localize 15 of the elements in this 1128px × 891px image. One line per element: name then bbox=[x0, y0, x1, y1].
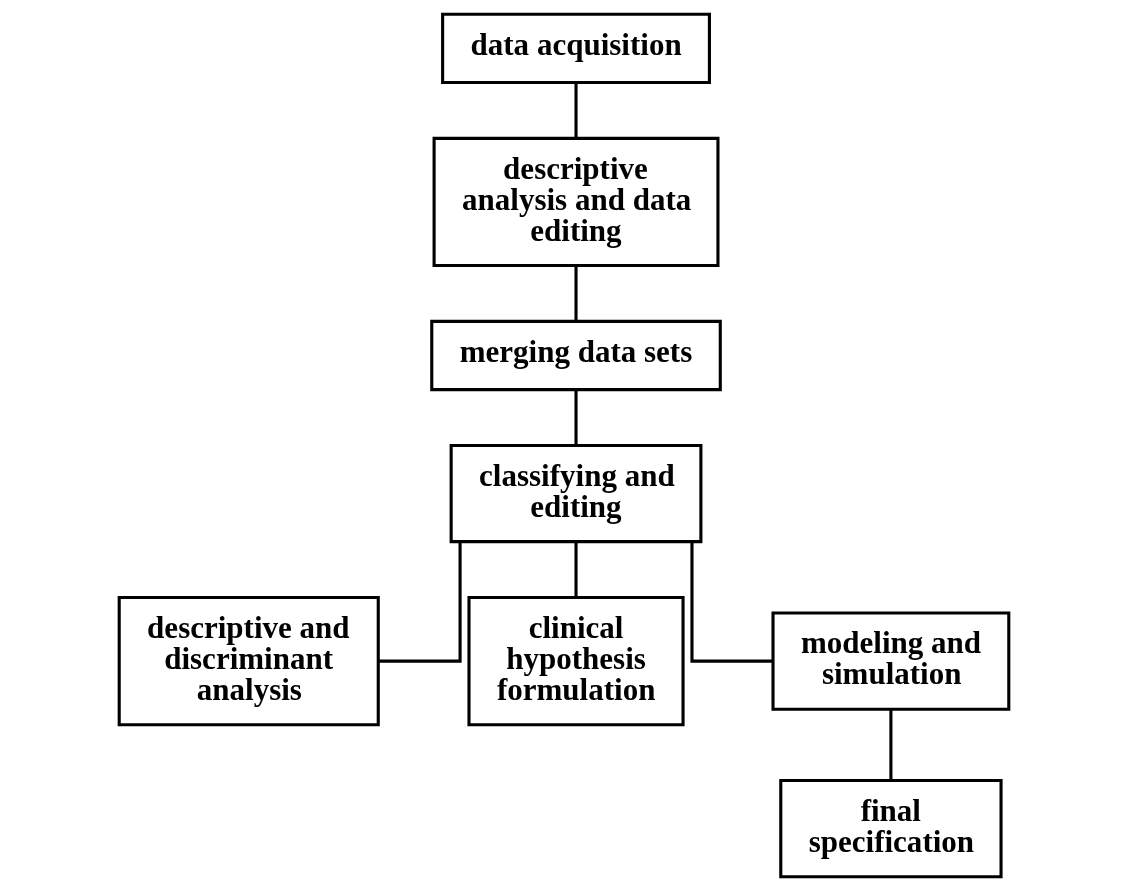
connector bbox=[574, 542, 578, 598]
node-box: clinical hypothesis formulation bbox=[467, 595, 685, 727]
connector bbox=[889, 709, 893, 781]
node-box: classifying and editing bbox=[449, 443, 703, 544]
connector bbox=[574, 265, 578, 322]
connector bbox=[690, 542, 773, 663]
connector bbox=[574, 389, 578, 446]
node-box: data acquisition bbox=[441, 12, 711, 85]
connector bbox=[378, 542, 462, 663]
connector bbox=[574, 83, 578, 139]
node-box: descriptive analysis and data editing bbox=[432, 136, 720, 268]
node-box: merging data sets bbox=[430, 319, 722, 392]
node-box: descriptive and discriminant analysis bbox=[117, 595, 380, 727]
node-box: modeling and simulation bbox=[771, 611, 1011, 711]
node-box: final specification bbox=[779, 779, 1003, 879]
